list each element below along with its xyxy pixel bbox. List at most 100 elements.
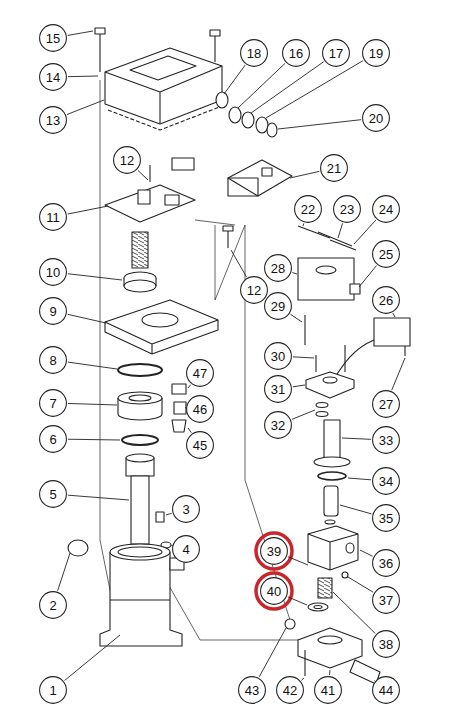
callout-circle: 45 xyxy=(186,431,214,459)
callout-ring xyxy=(265,412,292,439)
callout-number: 3 xyxy=(182,503,189,516)
callout-number: 12 xyxy=(247,284,261,297)
callout-number: 11 xyxy=(46,211,60,224)
leader-line xyxy=(65,635,120,680)
leader-line xyxy=(348,577,373,592)
callout-circle: 16 xyxy=(282,39,310,67)
callout-ring xyxy=(173,496,200,523)
callout-ring xyxy=(187,360,214,387)
callout-number: 33 xyxy=(379,434,393,447)
leader-line xyxy=(68,31,93,35)
callout-number: 36 xyxy=(379,557,393,570)
callout-number: 23 xyxy=(340,203,354,216)
callout-circle: 1 xyxy=(39,676,67,704)
callout-ring xyxy=(321,155,348,182)
leader-line xyxy=(354,220,376,244)
callout-circle: 26 xyxy=(372,286,400,314)
callout-ring xyxy=(373,677,400,704)
callout-circle: 37 xyxy=(372,586,400,614)
leader-line xyxy=(348,478,371,480)
callout-circle: 46 xyxy=(186,395,214,423)
highlight-ring xyxy=(256,573,292,609)
callout-number: 14 xyxy=(46,71,60,84)
callout-number: 47 xyxy=(193,367,207,380)
callout-number: 21 xyxy=(327,162,341,175)
leader-line xyxy=(224,65,245,94)
callout-ring xyxy=(265,255,292,282)
leader-line xyxy=(68,76,98,78)
callout-number: 43 xyxy=(245,684,259,697)
leader-line xyxy=(68,403,117,405)
callout-circle: 30 xyxy=(264,342,292,370)
callout-number: 5 xyxy=(49,488,56,501)
callout-circle: 8 xyxy=(39,346,67,374)
callout-circle: 27 xyxy=(372,390,400,418)
leader-line xyxy=(266,61,363,118)
leader-line xyxy=(238,63,285,108)
callout-number: 44 xyxy=(379,684,393,697)
callout-ring xyxy=(187,396,214,423)
callout-ring xyxy=(239,677,266,704)
callout-number: 7 xyxy=(49,397,56,410)
leader-line xyxy=(68,495,129,500)
callout-number: 6 xyxy=(49,433,56,446)
callout-number: 18 xyxy=(247,47,261,60)
callout-number: 32 xyxy=(271,419,285,432)
callout-number: 31 xyxy=(271,383,285,396)
callout-ring xyxy=(373,550,400,577)
callout-circle: 44 xyxy=(372,676,400,704)
callout-number: 12 xyxy=(120,154,134,167)
callout-ring xyxy=(277,677,304,704)
highlight-ring xyxy=(256,533,292,569)
callout-circle: 31 xyxy=(264,375,292,403)
callout-ring xyxy=(373,287,400,314)
callout-circle: 7 xyxy=(39,389,67,417)
callout-number: 39 xyxy=(267,545,281,558)
callout-ring xyxy=(261,578,288,605)
callout-circle: 18 xyxy=(240,39,268,67)
callout-ring xyxy=(283,40,310,67)
callout-ring xyxy=(334,196,361,223)
callout-ring xyxy=(295,196,322,223)
callout-circle: 10 xyxy=(39,258,67,286)
leader-line xyxy=(188,428,191,433)
leader-line xyxy=(393,313,395,317)
callout-ring xyxy=(373,587,400,614)
callout-circle: 29 xyxy=(264,292,292,320)
callout-circle: 3 xyxy=(172,495,200,523)
callout-ring xyxy=(373,468,400,495)
callout-ring xyxy=(315,677,342,704)
callout-circle: 34 xyxy=(372,467,400,495)
callout-ring xyxy=(373,196,400,223)
leader-line xyxy=(68,439,120,441)
leader-line xyxy=(166,513,172,515)
leader-line xyxy=(293,357,314,358)
callout-circle: 15 xyxy=(39,24,67,52)
callout-ring xyxy=(363,40,390,67)
callout-ring xyxy=(261,538,288,565)
callout-circle: 13 xyxy=(39,106,67,134)
callout-ring xyxy=(40,390,67,417)
callout-circle: 12 xyxy=(240,276,268,304)
callout-number: 19 xyxy=(369,47,383,60)
leader-line xyxy=(58,553,70,591)
leader-line xyxy=(68,362,117,369)
callout-circle: 47 xyxy=(186,359,214,387)
callout-ring xyxy=(40,347,67,374)
callout-number: 29 xyxy=(271,300,285,313)
callout-circle: 25 xyxy=(372,240,400,268)
callout-circle: 9 xyxy=(39,297,67,325)
callout-circle: 21 xyxy=(320,154,348,182)
callout-circle: 32 xyxy=(264,411,292,439)
callout-number: 13 xyxy=(46,114,60,127)
callout-circle: 14 xyxy=(39,63,67,91)
callout-number: 41 xyxy=(321,684,335,697)
callout-number: 30 xyxy=(271,350,285,363)
leader-line xyxy=(292,273,297,274)
callout-ring xyxy=(40,481,67,508)
leader-line xyxy=(68,206,108,214)
callout-number: 16 xyxy=(289,47,303,60)
callout-circle: 33 xyxy=(372,426,400,454)
